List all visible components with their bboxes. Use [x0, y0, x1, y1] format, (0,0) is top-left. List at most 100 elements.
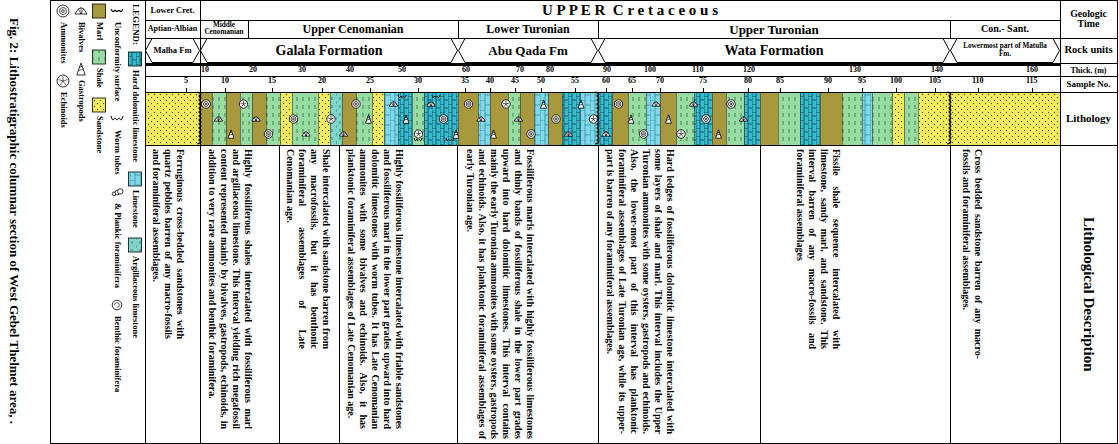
lithology-bed [778, 92, 800, 145]
benth-symbol [112, 300, 122, 310]
sample-ticks [272, 88, 273, 92]
amm-symbol [729, 102, 734, 107]
plank-symbol [118, 189, 123, 194]
rock-unit-outline [201, 39, 458, 63]
biv-symbol [389, 102, 397, 106]
sample-number: 50 [537, 77, 545, 86]
sample-number-box: 55 [571, 77, 579, 86]
benth-symbol [115, 303, 120, 308]
sample-number-box: 35 [461, 77, 469, 86]
biv-symbol [254, 117, 258, 121]
worm-symbol [414, 138, 422, 141]
legend-swatch [93, 98, 106, 112]
rock-unit-box: Lowermost part of Matulla Fm. [950, 38, 1060, 63]
time-unit-name: Upper Cenomanian [302, 23, 405, 35]
ech-symbol [327, 115, 335, 123]
legend-swatch-pattern [93, 50, 106, 64]
sample-ticks [322, 88, 323, 92]
biv-symbol [514, 117, 522, 121]
gas-symbol [667, 117, 671, 120]
biv-symbol [517, 117, 521, 121]
bed-boundary [904, 92, 905, 145]
lithology-bed [892, 92, 904, 145]
biv-symbol [427, 102, 435, 106]
column-heading: Rock units [1063, 45, 1113, 56]
biv-symbol [477, 117, 485, 121]
lithology-pattern [212, 92, 226, 145]
sample-ticks [703, 88, 704, 92]
amm-symbol [527, 130, 535, 138]
amm-symbol [555, 118, 557, 120]
legend-entry: Benthic foraminifera [112, 316, 122, 392]
sample-number-box: 100 [890, 77, 902, 86]
legend-text: Ammonites [58, 22, 68, 64]
table-grid [51, 0, 1118, 444]
grid-line [950, 145, 951, 444]
lithology-bed [356, 92, 372, 145]
lithology-pattern [872, 92, 892, 145]
sample-number-box: 15 [268, 77, 276, 86]
thickness-value-box: 110 [692, 66, 704, 75]
sample-ticks [418, 88, 419, 92]
sample-number-box: 85 [776, 77, 784, 86]
legend-swatch [93, 50, 106, 64]
amm-symbol [616, 102, 621, 107]
bed-boundary [862, 92, 863, 145]
era-cell: U P P E R C r e t a c e o u s [200, 0, 1060, 20]
figure-caption-box: Fig. 2: Lithostratigraphic columnar sect… [6, 6, 22, 436]
lithology-bed [212, 92, 226, 145]
bed-boundary [226, 92, 227, 145]
biv-symbol [652, 102, 660, 106]
biv-symbol [689, 102, 697, 106]
gas-symbol [666, 115, 672, 123]
bed-boundary [342, 92, 343, 145]
legend-entry: Gastropods [76, 80, 86, 122]
biv-symbol [392, 102, 396, 106]
bed-boundary [240, 92, 241, 145]
biv-symbol [339, 132, 347, 136]
thickness-value-box: 60 [462, 66, 470, 75]
sample-number-box: 45 [511, 77, 519, 86]
ech-symbol [57, 75, 69, 87]
description-cell: Highly fossiliferous shales intercalated… [204, 147, 256, 431]
ech-symbol [678, 131, 684, 137]
thickness-value-box: 40 [346, 66, 354, 75]
lithology-pattern [562, 92, 580, 145]
sample-number: 15 [268, 77, 276, 86]
sample-ticks [1032, 88, 1033, 92]
amm-symbol [443, 118, 445, 120]
gas-symbol [492, 132, 496, 135]
grid-line [279, 145, 280, 444]
gas-symbol [628, 115, 634, 123]
lithology-pattern [842, 92, 862, 145]
gas-symbol [454, 132, 458, 135]
header-cell: Thick. (m) [1060, 65, 1117, 76]
lithology-pattern [950, 92, 1060, 145]
thickness-value: 50 [398, 66, 406, 75]
ech-symbol [502, 100, 510, 108]
legend-text: Argillaceous limestone [130, 256, 140, 338]
grid-line [145, 443, 1117, 444]
gas-symbol [491, 130, 497, 138]
ech-symbol [58, 76, 67, 85]
lithology-bed [800, 92, 820, 145]
amm-symbol [204, 102, 209, 107]
rock-unit-outline [599, 39, 950, 63]
lithology-bed [612, 92, 628, 145]
sample-ticks [828, 88, 829, 92]
rock-unit-box: Galala Formation [200, 38, 458, 63]
gas-symbol [717, 132, 721, 135]
grid-line [1060, 0, 1061, 444]
sample-ticks [541, 88, 542, 92]
ech-symbol [589, 115, 597, 123]
lithology-pattern [862, 92, 872, 145]
sample-number-box: 10 [221, 77, 229, 86]
header-cell: Sample No. [1060, 76, 1117, 92]
bed-boundary [694, 92, 695, 145]
amm-symbol [554, 117, 559, 122]
sample-ticks [660, 88, 661, 92]
lithology-pattern [800, 92, 820, 145]
amm-symbol [441, 117, 446, 122]
thickness-value-box: 130 [849, 66, 861, 75]
legend-text: Limestone [130, 190, 140, 228]
